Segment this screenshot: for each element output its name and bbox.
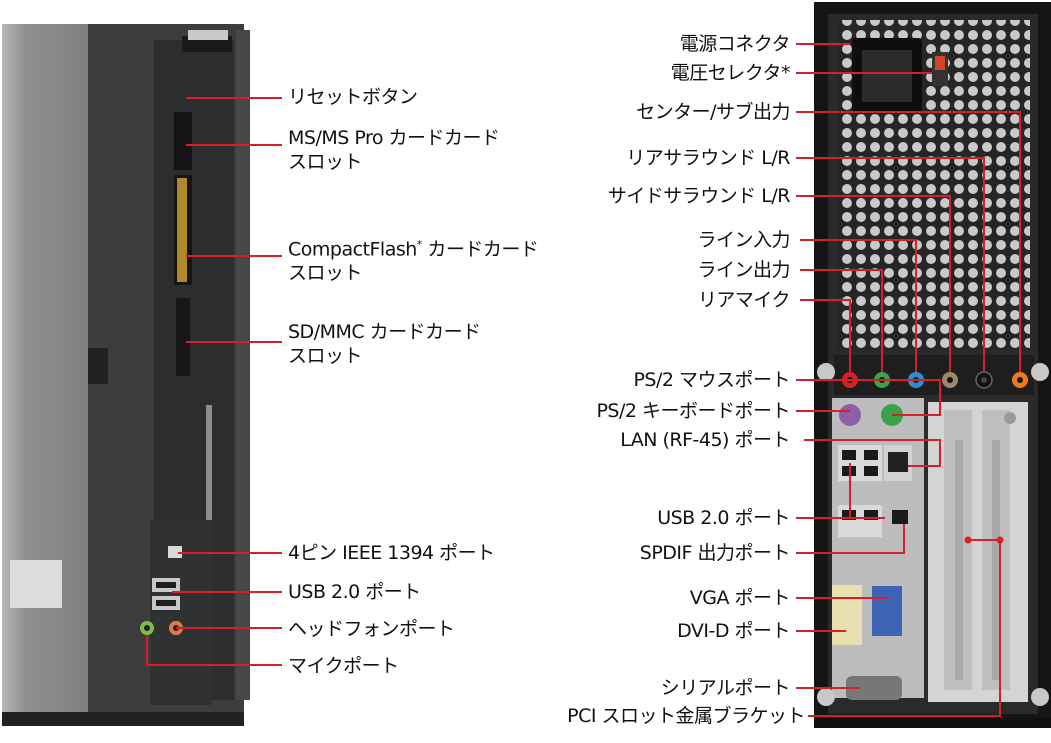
rear-leader-lines [796, 43, 1021, 717]
label-spdif-out-port: SPDIF 出力ポート [639, 542, 791, 564]
front-panel-photo [2, 24, 250, 726]
label-headphone-port: ヘッドフォンポート [288, 618, 455, 640]
label-ms-slot-line2: スロット [288, 151, 363, 173]
label-dvi-d-port: DVI-D ポート [677, 620, 790, 642]
label-serial-port: シリアルポート [660, 677, 791, 699]
label-rear-usb-port: USB 2.0 ポート [657, 507, 790, 529]
label-sd-slot-line2: スロット [288, 345, 363, 367]
label-ps2-mouse-port: PS/2 マウスポート [633, 369, 790, 391]
label-power-connector: 電源コネクタ [679, 33, 791, 55]
label-rear-mic: リアマイク [697, 289, 791, 311]
label-vga-port: VGA ポート [689, 587, 791, 609]
label-ms-slot: MS/MS Pro カードカード スロット [288, 126, 500, 174]
label-line-out: ライン出力 [697, 259, 790, 281]
label-sd-slot: SD/MMC カードカード スロット [288, 320, 481, 368]
label-cf-name: CompactFlash [288, 238, 417, 261]
label-mic-port: マイクポート [288, 655, 399, 677]
label-reset-button: リセットボタン [288, 86, 418, 108]
label-side-surround: サイドサラウンド L/R [607, 185, 791, 207]
front-leader-lines [146, 97, 282, 666]
label-line-in: ライン入力 [697, 229, 790, 251]
label-front-usb-port: USB 2.0 ポート [288, 581, 421, 603]
label-voltage-selector: 電圧セレクタ* [670, 62, 791, 84]
label-cf-mark: * [416, 238, 423, 251]
label-ps2-keyboard-port: PS/2 キーボードポート [596, 400, 790, 422]
label-cf-rest: カードカード [421, 238, 539, 261]
label-rear-surround: リアサラウンド L/R [626, 147, 790, 169]
label-cf-slot-line2: スロット [288, 262, 363, 285]
label-lan-port: LAN (RF-45) ポート [620, 429, 790, 451]
leader-dots [964, 536, 1004, 544]
rear-panel-photo [814, 2, 1051, 728]
label-sd-slot-line1: SD/MMC カードカード [288, 321, 481, 343]
label-pci-slot-bracket: PCI スロット金属ブラケット [567, 705, 805, 727]
label-ms-slot-line1: MS/MS Pro カードカード [288, 127, 500, 149]
label-ieee1394-port: 4ピン IEEE 1394 ポート [288, 542, 495, 564]
label-cf-slot: CompactFlash* カードカード スロット [288, 233, 539, 285]
label-center-sub-out: センター/サブ出力 [636, 101, 790, 123]
label-cf-slot-line1: CompactFlash* カードカード [288, 233, 539, 261]
